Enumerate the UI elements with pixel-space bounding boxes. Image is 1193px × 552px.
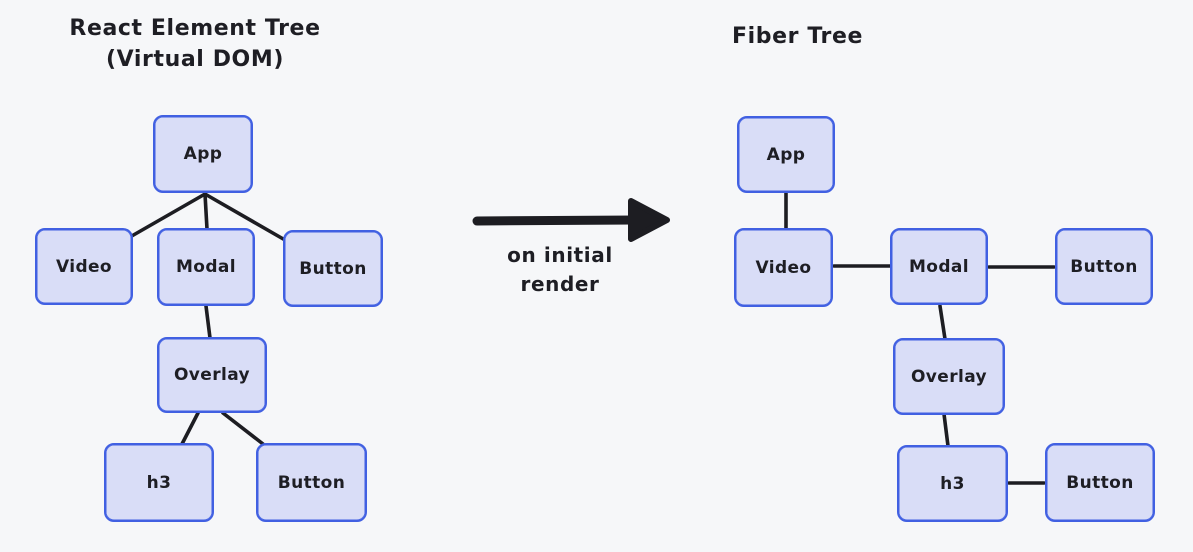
transform-arrow-label-line1: on initial [507,243,613,267]
node-right-button-2: Button [1045,443,1155,522]
node-left-modal: Modal [157,228,255,306]
node-right-app: App [737,116,835,193]
transform-arrow-shaft [472,215,643,226]
node-left-app: App [153,115,253,193]
edge-left-app-modal [203,192,209,231]
node-right-modal: Modal [890,228,988,305]
left-tree-title-line2: (Virtual DOM) [105,47,285,72]
transform-arrow-label: on initial render [480,241,640,299]
node-left-button: Button [283,230,383,307]
edge-right-overlay-h3 [942,412,950,448]
node-right-video: Video [734,228,833,307]
node-left-video: Video [35,228,133,305]
edge-left-overlay-button-2 [221,411,265,446]
node-left-button-2: Button [256,443,367,522]
edge-right-modal-overlay [938,304,947,341]
transform-arrow-head [628,198,670,242]
left-tree-title-line1: React Element Tree [69,16,321,41]
right-tree-title: Fiber Tree [732,24,864,49]
left-tree-title: React Element Tree (Virtual DOM) [60,13,330,75]
node-right-h3: h3 [897,445,1008,522]
transform-arrow-label-line2: render [520,272,600,296]
node-left-h3: h3 [104,443,214,522]
node-left-overlay: Overlay [157,337,267,413]
node-right-overlay: Overlay [893,338,1005,415]
node-right-button: Button [1055,228,1153,305]
edge-left-overlay-h3 [180,411,200,446]
edge-left-modal-overlay [204,304,212,340]
